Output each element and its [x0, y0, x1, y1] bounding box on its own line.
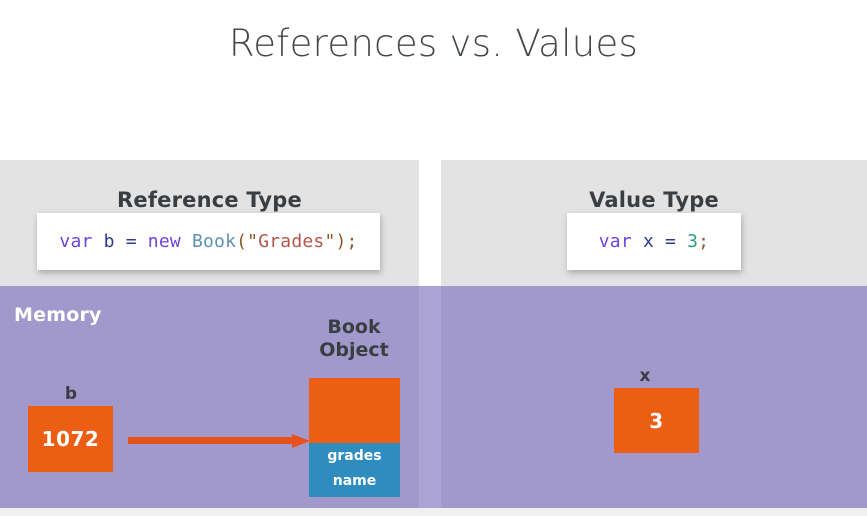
code-token-b: b — [103, 231, 115, 252]
panel-reference-header: Reference Type var b = new Book("Grades"… — [0, 160, 419, 286]
panel-value-type: Value Type var x = 3; x 3 — [441, 160, 867, 508]
panel-reference-heading: Reference Type — [117, 188, 302, 212]
code-token-var: var — [59, 231, 93, 252]
panel-value-memory: x 3 — [441, 286, 867, 508]
code-token-open-quote: " — [247, 231, 259, 252]
code-space-2 — [115, 231, 126, 252]
code-token-number-3: 3 — [687, 231, 699, 252]
code-space-6 — [654, 231, 665, 252]
arrow-head — [292, 434, 310, 448]
panel-reference-type: Reference Type var b = new Book("Grades"… — [0, 160, 419, 508]
code-space-3 — [137, 231, 148, 252]
panel-value-header: Value Type var x = 3; — [441, 160, 867, 286]
code-card-value: var x = 3; — [567, 213, 741, 270]
code-space-1 — [93, 231, 104, 252]
code-token-new: new — [147, 231, 181, 252]
code-token-close-quote: " — [324, 231, 336, 252]
book-object-field-name: name — [332, 473, 377, 489]
page-title: References vs. Values — [228, 22, 639, 65]
memory-box-b: 1072 — [28, 406, 113, 472]
code-token-close-paren: ) — [335, 231, 347, 252]
code-space-7 — [676, 231, 687, 252]
code-token-assign-2: = — [665, 231, 677, 252]
book-object-fields-block: grades name — [309, 443, 400, 497]
book-object-label-line2: Object — [319, 339, 389, 361]
variable-label-b: b — [64, 384, 78, 404]
memory-gutter-strip — [419, 286, 441, 508]
code-token-var-2: var — [598, 231, 632, 252]
code-token-semicolon: ; — [346, 231, 358, 252]
reference-arrow-icon — [128, 434, 310, 448]
code-card-reference: var b = new Book("Grades"); — [37, 213, 380, 270]
book-object-header-block — [309, 378, 400, 443]
variable-label-x: x — [639, 366, 651, 386]
book-object-label-line1: Book — [327, 316, 381, 338]
memory-box-x: 3 — [614, 388, 699, 453]
panel-value-heading: Value Type — [589, 188, 719, 212]
book-object-box: grades name — [309, 378, 400, 497]
page-bottom-strip — [0, 508, 867, 516]
code-token-x: x — [642, 231, 654, 252]
arrow-shaft — [128, 437, 294, 444]
code-token-string-grades: Grades — [258, 231, 325, 252]
code-space-4 — [181, 231, 192, 252]
code-token-open-paren: ( — [236, 231, 248, 252]
code-space-5 — [632, 231, 643, 252]
code-token-assign: = — [125, 231, 137, 252]
memory-label: Memory — [14, 304, 102, 326]
book-object-field-grades: grades — [327, 448, 382, 464]
code-token-book: Book — [191, 231, 237, 252]
code-token-semicolon-2: ; — [698, 231, 710, 252]
